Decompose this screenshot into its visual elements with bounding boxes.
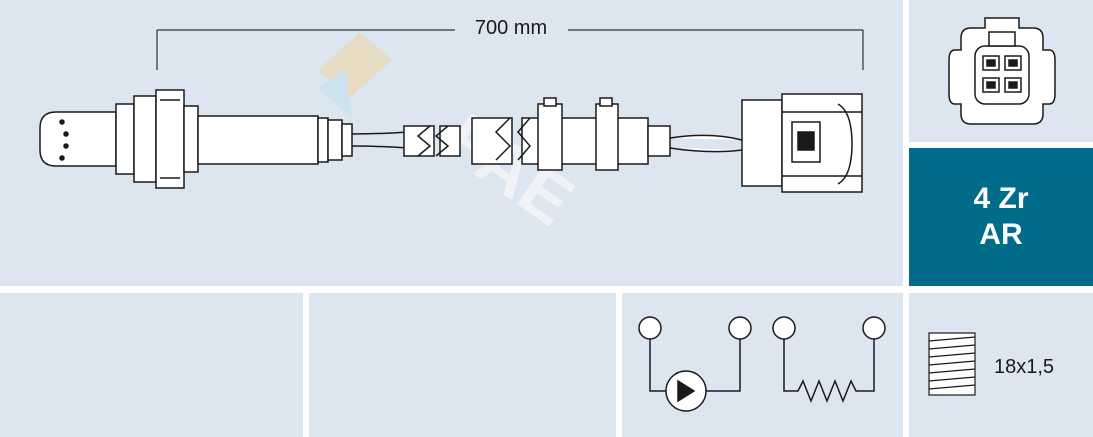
dimension-line — [156, 29, 864, 70]
wiring-diagram-icon — [638, 316, 886, 412]
connector-plug — [741, 93, 863, 193]
product-drawing-panel: FAE — [0, 0, 903, 286]
sensor-probe — [39, 89, 353, 189]
thread-size-label: 18x1,5 — [994, 356, 1055, 378]
thread-spec-panel — [909, 293, 1093, 437]
length-dimension-label: 700 mm — [460, 17, 562, 40]
empty-panel-1 — [0, 293, 303, 437]
badge-line-1: 4 Zr — [973, 182, 1029, 215]
sensor-cable — [351, 97, 743, 171]
badge-line-2: AR — [979, 218, 1023, 251]
lambda-sensor-drawing: FAE — [39, 29, 864, 240]
connector-face-icon — [948, 17, 1056, 125]
empty-panel-2 — [309, 293, 616, 437]
wiring-diagram-panel — [622, 293, 903, 437]
connector-view-panel — [909, 0, 1093, 142]
thread-icon — [928, 332, 976, 396]
sensor-type-badge: 4 Zr AR — [909, 148, 1093, 286]
